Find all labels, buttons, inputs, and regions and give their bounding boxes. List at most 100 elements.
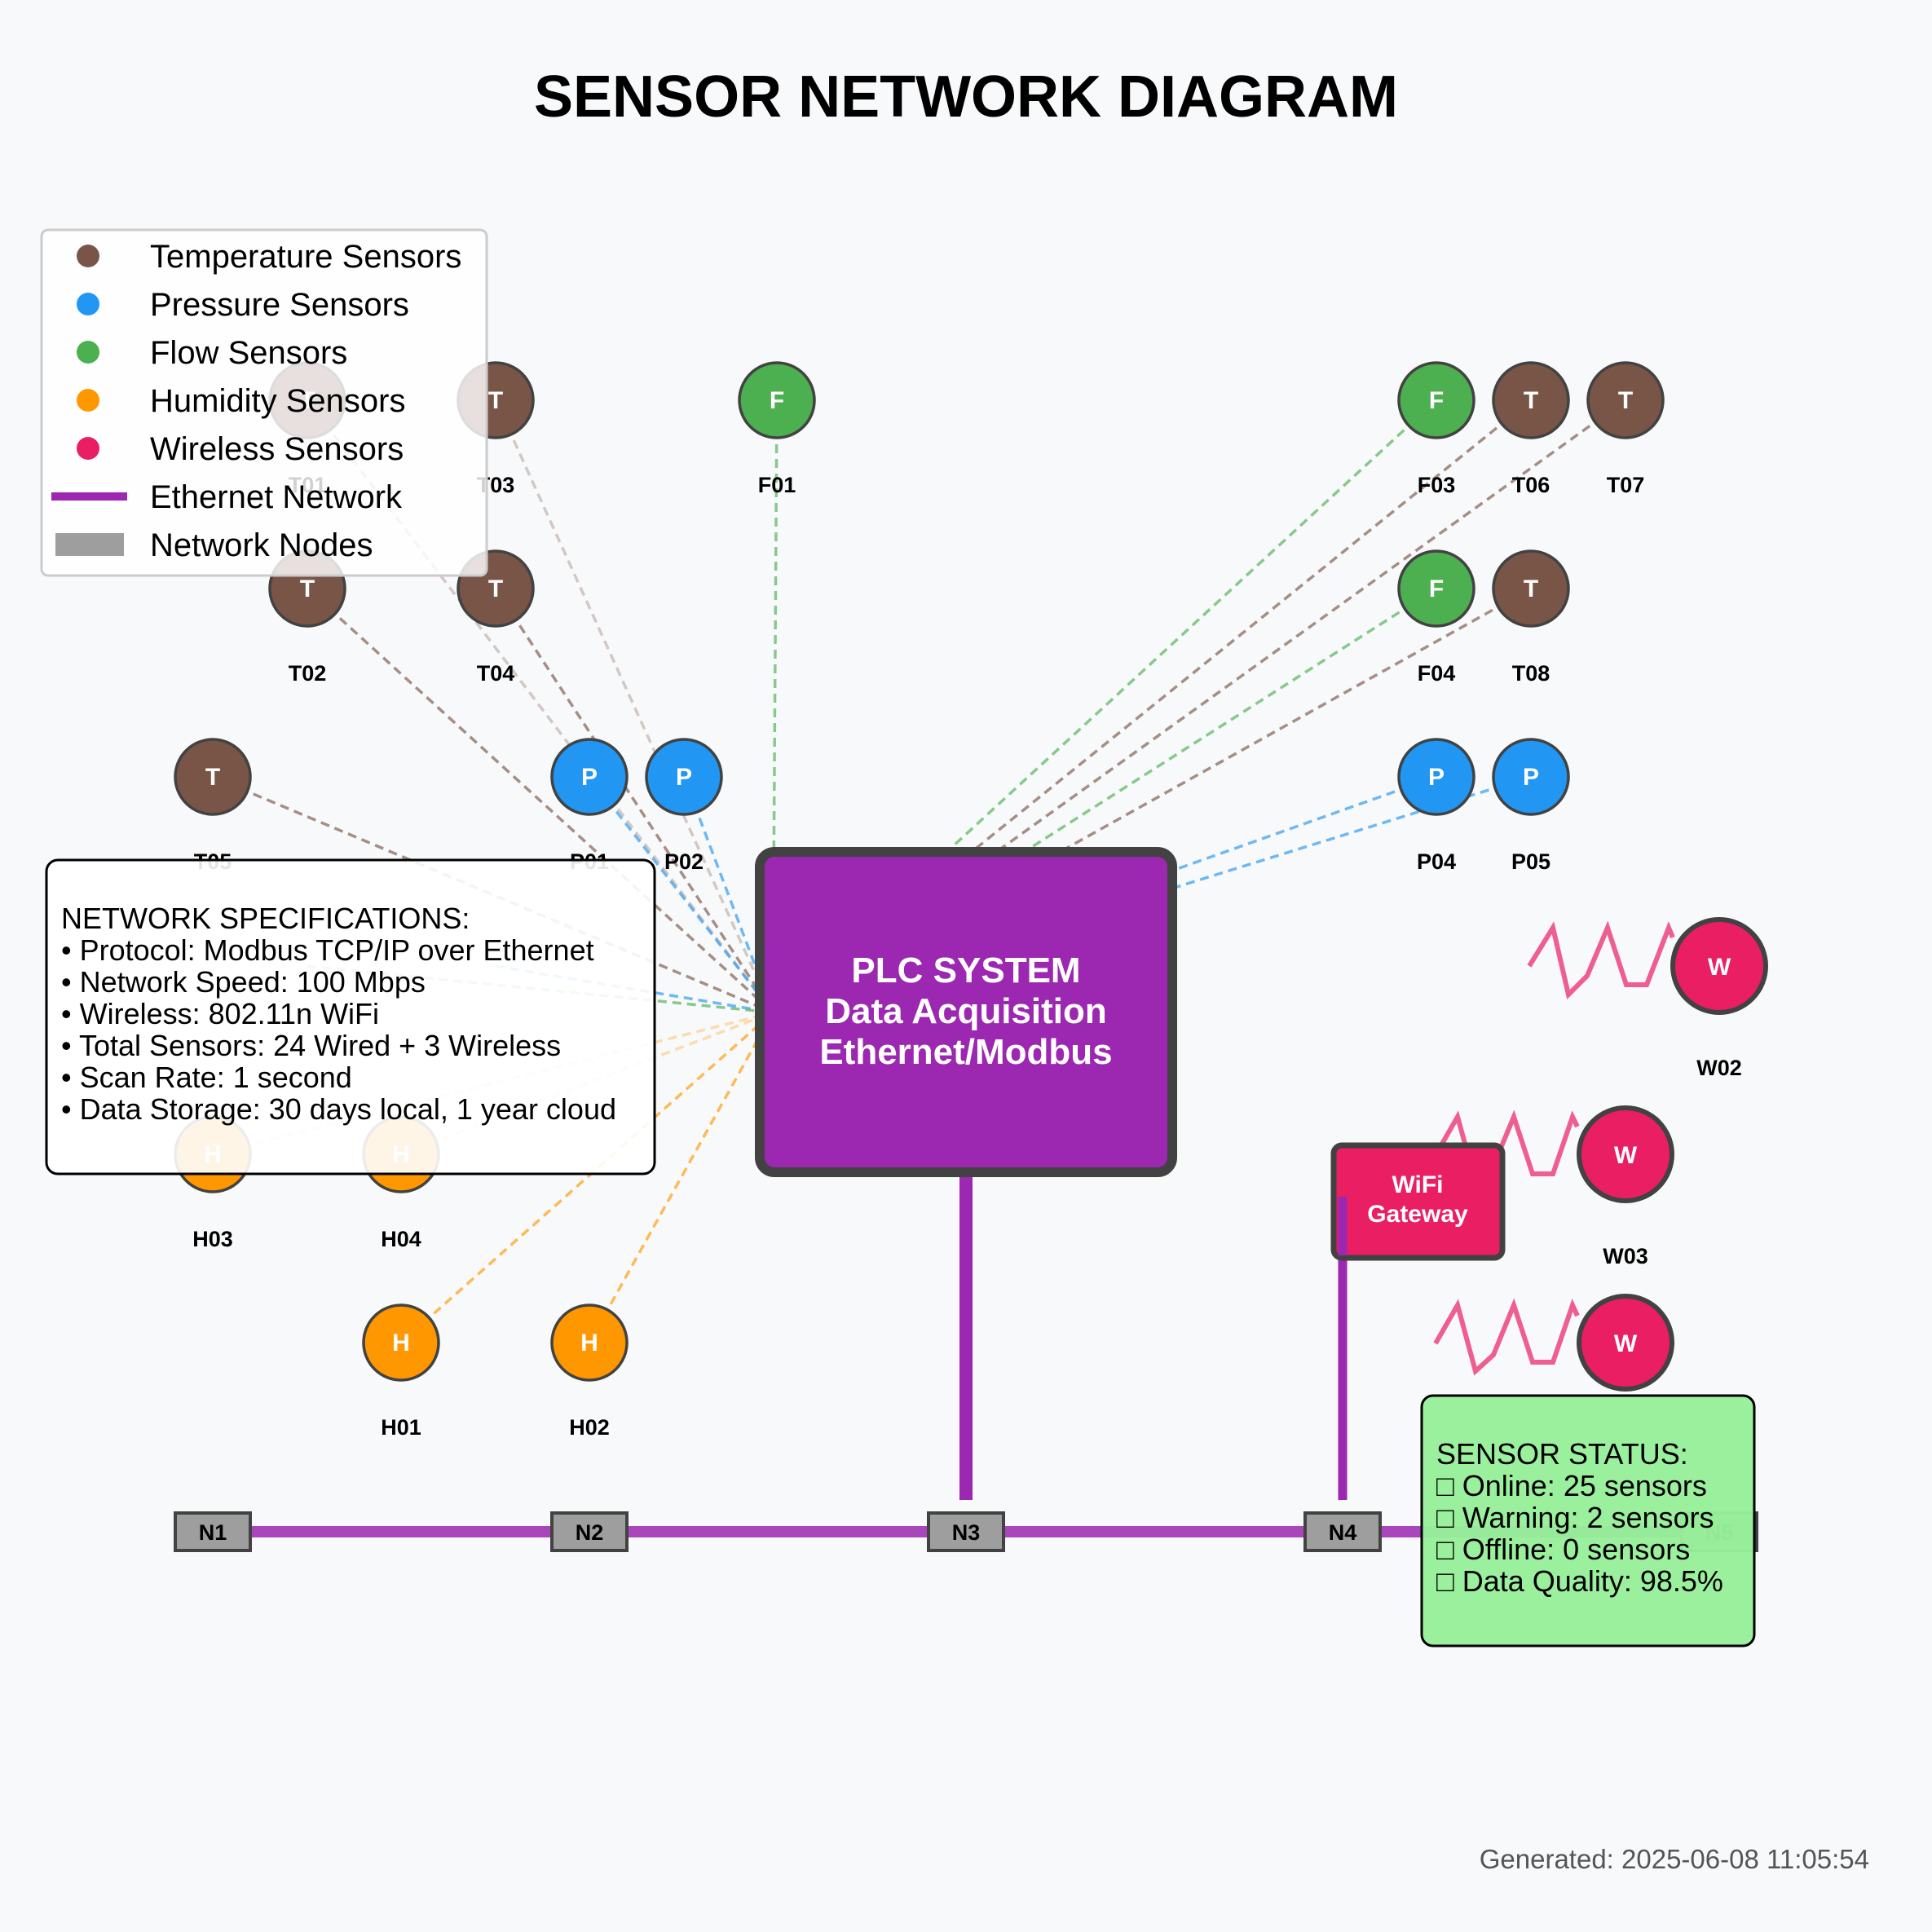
pressure-sensor-icon xyxy=(550,738,629,816)
legend-item-wireless-sensors: Wireless Sensors xyxy=(77,431,404,467)
legend-label: Temperature Sensors xyxy=(150,239,461,275)
link-t04 xyxy=(494,588,774,1013)
sensor-id-label: H02 xyxy=(569,1415,610,1440)
legend-item-network-nodes: Network Nodes xyxy=(55,527,373,563)
sensor-letter: T xyxy=(1524,387,1538,414)
link-h02 xyxy=(588,1012,774,1343)
sensor-letter: T xyxy=(300,576,315,602)
link-h01 xyxy=(399,1011,774,1344)
generated-timestamp: Generated: 2025-06-08 11:05:54 xyxy=(1480,1844,1869,1874)
sensor-id-label: H01 xyxy=(381,1415,421,1440)
humidity-sensor-icon xyxy=(550,1303,629,1382)
sensor-letter: W xyxy=(1708,954,1731,981)
pressure-sensor-icon xyxy=(645,738,723,816)
status-offline: □ Offline: 0 sensors xyxy=(1436,1533,1690,1566)
legend-item-ethernet-network: Ethernet Network xyxy=(51,479,403,515)
sensor-letter: F xyxy=(1429,576,1444,602)
legend-label: Pressure Sensors xyxy=(150,287,409,323)
network-specifications-box: NETWORK SPECIFICATIONS: • Protocol: Modb… xyxy=(45,858,656,1176)
specs-line: • Total Sensors: 24 Wired + 3 Wireless xyxy=(61,1029,561,1062)
wireless-signal-w04 xyxy=(1433,1298,1580,1376)
specs-heading: NETWORK SPECIFICATIONS: xyxy=(61,902,470,935)
network-node-icon xyxy=(927,1511,1005,1552)
plc-system-box[interactable]: PLC SYSTEM Data Acquisition Ethernet/Mod… xyxy=(755,847,1177,1177)
flow-sensor-icon xyxy=(1397,549,1475,628)
temperature-sensor-icon xyxy=(174,738,252,816)
temperature-sensor-icon xyxy=(1492,549,1570,628)
sensor-id-label: T07 xyxy=(1607,473,1645,497)
plc-title: PLC SYSTEM xyxy=(851,951,1080,990)
wifi-gateway-box[interactable]: WiFi Gateway xyxy=(1330,1142,1506,1261)
network-node-icon xyxy=(174,1511,252,1552)
network-node-n4[interactable]: N4 xyxy=(1303,1511,1382,1552)
status-online: □ Online: 25 sensors xyxy=(1436,1469,1707,1502)
specs-line: • Network Speed: 100 Mbps xyxy=(61,965,426,999)
network-node-n3[interactable]: N3 xyxy=(927,1511,1005,1552)
sensor-letter: P xyxy=(1523,764,1539,791)
sensor-p04[interactable]: P P04 xyxy=(1397,738,1475,874)
pressure-sensor-icon xyxy=(1397,738,1475,816)
specs-line: • Protocol: Modbus TCP/IP over Ethernet xyxy=(61,933,594,967)
link-t03 xyxy=(494,399,774,1013)
temperature-sensor-icon xyxy=(1586,361,1665,439)
legend-label: Network Nodes xyxy=(150,527,373,563)
sensor-letter: F xyxy=(770,387,784,414)
sensor-letter: F xyxy=(1429,387,1444,414)
network-node-n2[interactable]: N2 xyxy=(550,1511,629,1552)
network-node-icon xyxy=(1303,1511,1382,1552)
sensor-nodes: TT01TT02TT03TT04TT05TT06TT07TT08PP01PP02… xyxy=(174,361,1665,1440)
sensor-id-label: T04 xyxy=(477,661,515,686)
sensor-id-label: P02 xyxy=(664,849,704,874)
link-t05 xyxy=(212,775,774,1014)
sensor-id-label: H03 xyxy=(192,1227,233,1251)
sensor-letter: T xyxy=(1524,576,1538,602)
wireless-signals xyxy=(1433,920,1675,1376)
gateway-label-line2: Gateway xyxy=(1367,1201,1468,1228)
pressure-sensor-icon xyxy=(1492,738,1570,816)
status-heading: SENSOR STATUS: xyxy=(1436,1437,1688,1471)
sensor-id-label: F03 xyxy=(1418,473,1456,497)
network-node-label: N3 xyxy=(952,1520,981,1545)
link-t01 xyxy=(306,399,774,1014)
legend-dot-icon xyxy=(77,245,99,267)
sensor-letter: T xyxy=(205,764,220,791)
sensor-letter: P xyxy=(1428,764,1445,791)
network-node-label: N1 xyxy=(199,1520,227,1545)
sensor-id-label: P04 xyxy=(1417,849,1456,874)
wireless-sensor-w04[interactable]: W xyxy=(1577,1294,1674,1392)
link-t02 xyxy=(306,587,774,1014)
flow-sensor-icon xyxy=(738,361,816,439)
sensor-id-label: W03 xyxy=(1603,1244,1648,1268)
sensor-letter: P xyxy=(581,764,598,791)
network-node-label: N2 xyxy=(576,1520,604,1545)
specs-line: • Wireless: 802.11n WiFi xyxy=(61,997,379,1030)
legend-dot-icon xyxy=(77,437,99,460)
specs-line: • Scan Rate: 1 second xyxy=(61,1061,352,1094)
legend-label: Humidity Sensors xyxy=(150,383,405,419)
legend-item-pressure-sensors: Pressure Sensors xyxy=(77,287,409,323)
plc-protocol: Ethernet/Modbus xyxy=(819,1032,1112,1072)
link-p01 xyxy=(588,775,774,1014)
legend-label: Wireless Sensors xyxy=(150,431,404,467)
gateway-label-line1: WiFi xyxy=(1392,1171,1443,1198)
sensor-f03[interactable]: F F03 xyxy=(1397,361,1475,497)
sensor-letter: W xyxy=(1614,1330,1638,1357)
specs-line: • Data Storage: 30 days local, 1 year cl… xyxy=(61,1092,616,1126)
wireless-signal-w02 xyxy=(1527,920,1675,999)
network-node-n1[interactable]: N1 xyxy=(174,1511,252,1552)
legend-dot-icon xyxy=(77,293,99,315)
